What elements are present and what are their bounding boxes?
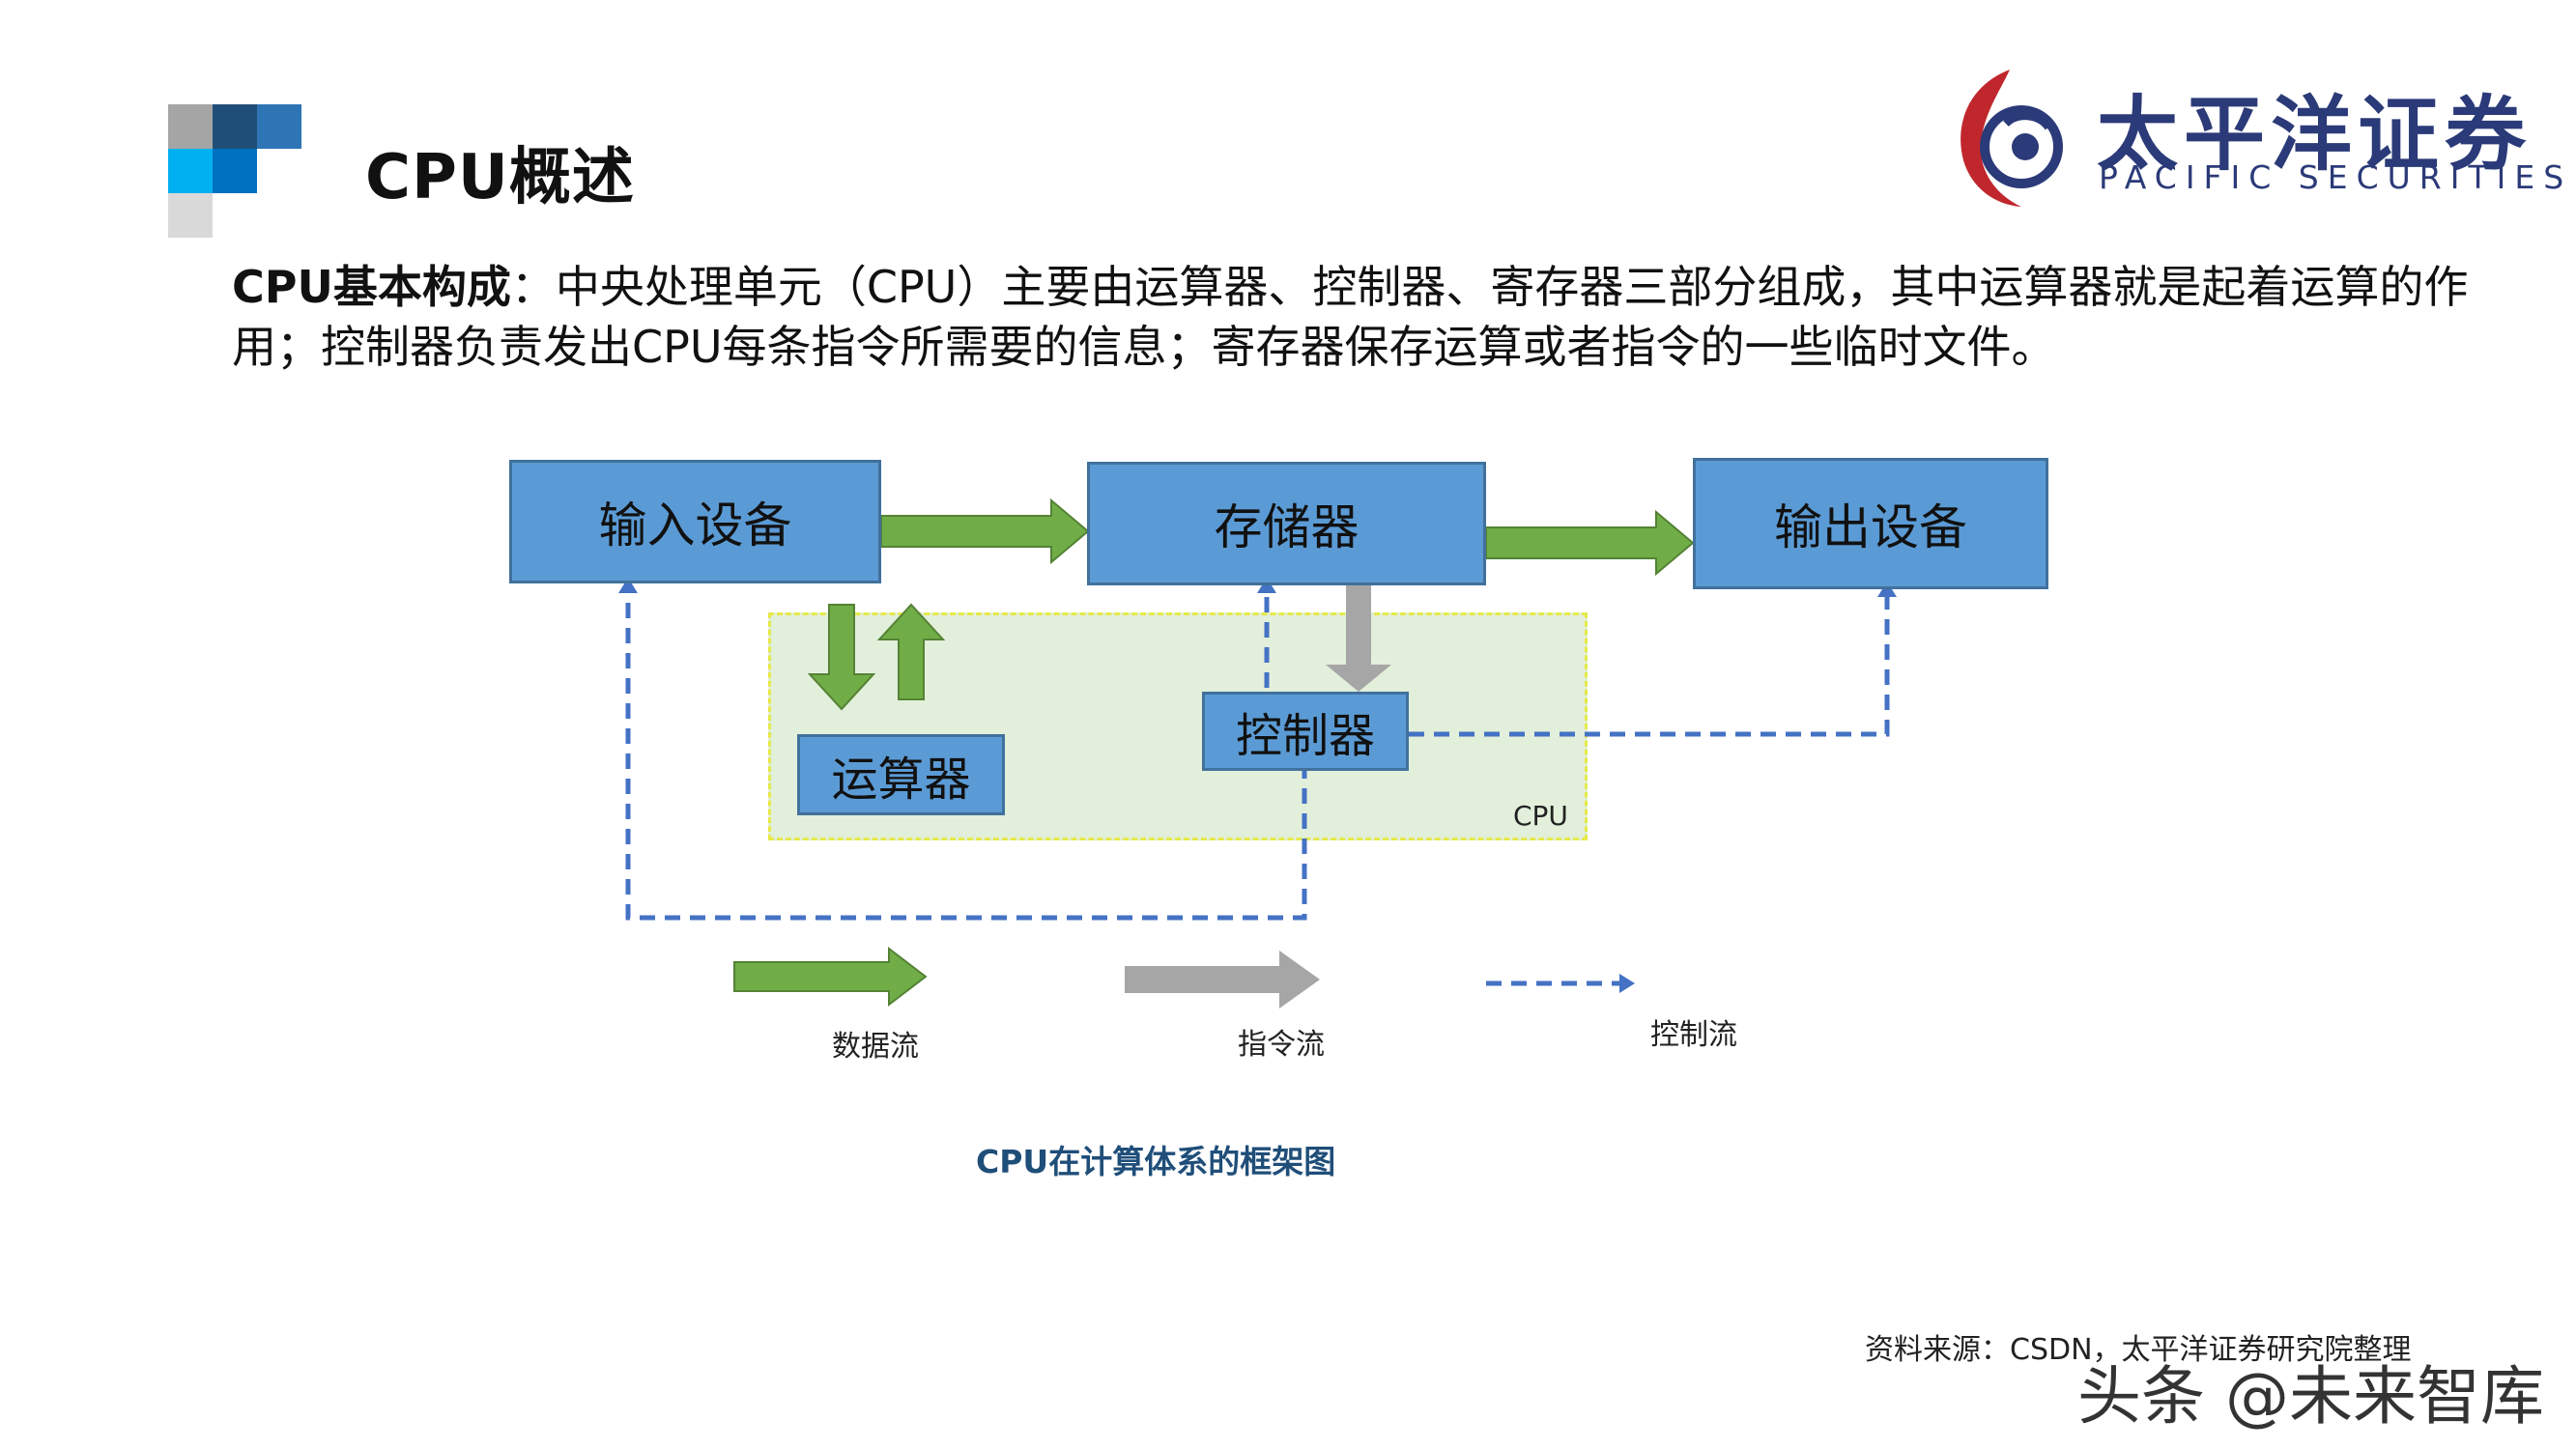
logo-english-name: PACIFIC SECURITIES — [2099, 158, 2573, 196]
control-arrowhead-storage — [1257, 578, 1276, 593]
controller-label: 控制器 — [1235, 709, 1375, 763]
diagram-caption: CPU在计算体系的框架图 — [976, 1143, 1336, 1180]
logo-chinese-name: 太平洋证券 — [2097, 87, 2533, 182]
cpu-description: CPU基本构成：中央处理单元（CPU）主要由运算器、控制器、寄存器三部分组成，其… — [232, 257, 2483, 377]
description-lead: CPU基本构成 — [232, 261, 511, 313]
legend-control-flow-label: 控制流 — [1650, 1018, 1737, 1052]
input-device-box: 输入设备 — [509, 460, 881, 583]
data-arrow-storage-to-output — [1485, 509, 1695, 577]
control-flow-lines — [625, 591, 1890, 921]
cpu-region-label: CPU — [1513, 800, 1568, 832]
logo-emblem-icon — [1961, 70, 2063, 207]
data-arrow-input-to-storage — [880, 497, 1090, 565]
control-arrowhead-output — [1877, 582, 1897, 597]
legend-control-arrowhead — [1619, 974, 1635, 993]
controller-box: 控制器 — [1202, 692, 1409, 771]
watermark: 头条 @未来智库 — [2077, 1359, 2544, 1434]
control-arrowhead-input — [618, 578, 638, 593]
storage-label: 存储器 — [1214, 499, 1360, 555]
storage-box: 存储器 — [1087, 462, 1486, 585]
page-title: CPU概述 — [365, 142, 635, 213]
data-arrow-from-alu — [876, 603, 946, 700]
legend-data-arrow — [733, 946, 928, 1008]
description-text: ：中央处理单元（CPU）主要由运算器、控制器、寄存器三部分组成，其中运算器就是起… — [232, 261, 2469, 373]
legend-data-flow-label: 数据流 — [832, 1030, 919, 1064]
data-arrow-to-alu — [807, 604, 876, 711]
legend-instruction-flow-label: 指令流 — [1238, 1028, 1325, 1062]
legend-instruction-arrow — [1125, 951, 1320, 1009]
instruction-arrow-storage-to-controller — [1326, 585, 1391, 692]
input-device-label: 输入设备 — [598, 497, 792, 554]
alu-box: 运算器 — [797, 734, 1005, 815]
output-device-box: 输出设备 — [1693, 458, 2048, 589]
alu-label: 运算器 — [831, 753, 971, 807]
source-note: 资料来源：CSDN，太平洋证券研究院整理 — [1865, 1333, 2412, 1367]
output-device-label: 输出设备 — [1774, 499, 1967, 555]
